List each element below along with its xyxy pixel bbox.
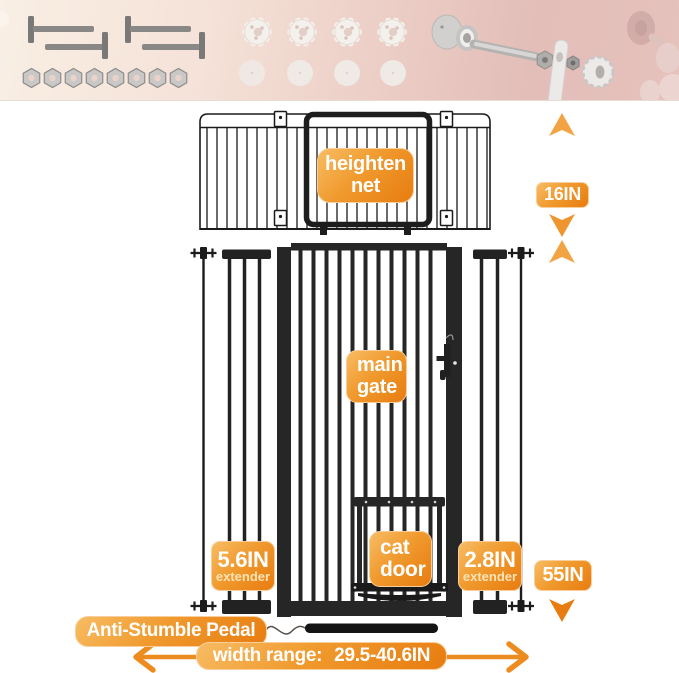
net-center-frame: [303, 111, 433, 228]
heighten-net-line2: net: [350, 174, 381, 197]
net-height-arrow: [549, 113, 575, 237]
main-gate-label: main gate: [346, 350, 407, 403]
mounting-bolts-icon: [28, 16, 205, 59]
hardware-parts-art: [0, 11, 679, 100]
heighten-net-line1: heighten: [325, 153, 406, 176]
pressure-rod-left: [190, 247, 534, 612]
left-extender-label: 5.6IN extender: [211, 541, 275, 591]
gate-height-arrow: [549, 240, 575, 622]
net-height-label: 16IN: [536, 182, 589, 208]
faded-left-parts: [0, 11, 9, 71]
main-gate-frame: [277, 243, 462, 617]
width-range-label: width range: 29.5-40.6IN: [196, 642, 447, 670]
anti-stumble-pedal: [265, 623, 438, 635]
right-extender-label: 2.8IN extender: [458, 541, 522, 591]
hex-nuts-icon: [22, 67, 188, 89]
cat-door-label: cat door: [369, 531, 432, 587]
round-wall-cups-icon: [239, 60, 406, 86]
faded-right-parts: [627, 11, 679, 100]
hardware-banner: [0, 0, 679, 101]
gate-latch: [436, 334, 457, 380]
heighten-net-label: heighten net: [317, 148, 414, 203]
anti-stumble-pedal-label: Anti-Stumble Pedal: [75, 616, 267, 647]
slotted-wall-cups-icon: [242, 17, 407, 47]
wall-mount-assembly-icon: [431, 14, 615, 100]
gate-height-label: 55IN: [534, 560, 592, 591]
